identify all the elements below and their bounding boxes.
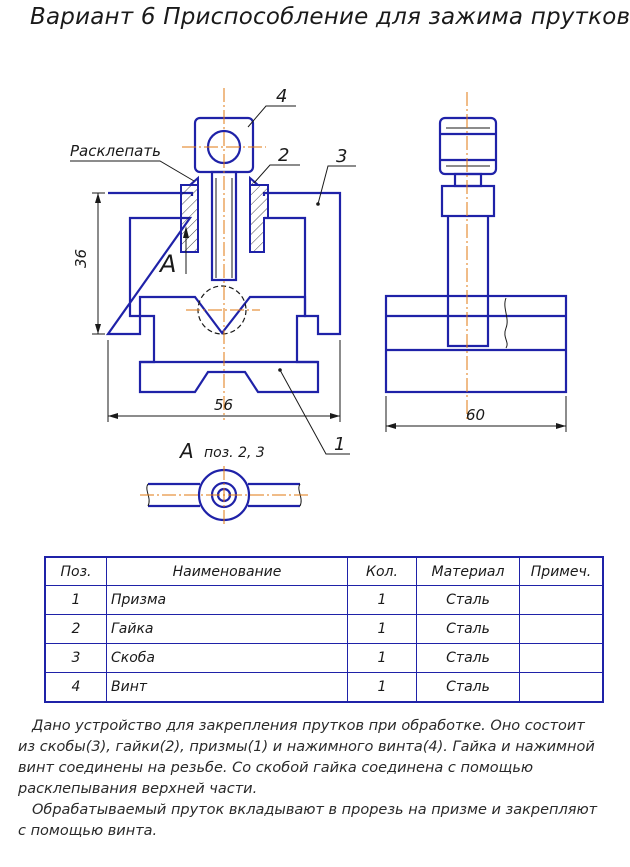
spec-cell-qty: 1: [347, 585, 417, 615]
spec-header-row: Поз. Наименование Кол. Материал Примеч.: [44, 556, 604, 586]
spec-cell-material: Сталь: [416, 672, 520, 703]
spec-header-pos: Поз.: [44, 556, 107, 586]
spec-cell-note: [519, 585, 604, 615]
view-a: А поз. 2, 3: [140, 439, 310, 524]
spec-cell-name: Винт: [106, 672, 348, 703]
spec-cell-qty: 1: [347, 643, 417, 673]
side-view: 60: [384, 92, 568, 432]
spec-cell-material: Сталь: [416, 614, 520, 644]
front-view: 36 56 А Расклепать 4 2 3 1: [70, 86, 356, 455]
spec-cell-pos: 3: [44, 643, 107, 673]
balloon-2: 2: [278, 145, 289, 166]
spec-cell-qty: 1: [347, 614, 417, 644]
side-break-line: [504, 297, 508, 349]
table-row: 4 Винт 1 Сталь: [44, 672, 604, 703]
table-row: 2 Гайка 1 Сталь: [44, 614, 604, 644]
spec-header-qty: Кол.: [347, 556, 417, 586]
description-text: Дано устройство для закрепления прутков …: [18, 716, 604, 842]
spec-header-note: Примеч.: [519, 556, 604, 586]
spec-cell-name: Гайка: [106, 614, 348, 644]
rivet-left: [187, 175, 199, 186]
balloon-4-leader: [247, 105, 296, 128]
spec-cell-note: [519, 643, 604, 673]
table-row: 1 Призма 1 Сталь: [44, 585, 604, 615]
dim-width-side-label: 60: [466, 406, 485, 424]
table-row: 3 Скоба 1 Сталь: [44, 643, 604, 673]
spec-cell-pos: 4: [44, 672, 107, 703]
balloon-3-leader: [317, 165, 356, 205]
spec-cell-note: [519, 672, 604, 703]
balloon-1: 1: [334, 434, 345, 455]
side-bracket: [440, 184, 496, 218]
view-a-letter: А: [158, 250, 176, 278]
view-a-bracket: [148, 482, 300, 508]
side-prism: [384, 294, 568, 394]
spec-cell-name: Призма: [106, 585, 348, 615]
rasklepat-leader: [70, 160, 195, 182]
balloon-2-leader: [253, 164, 300, 184]
view-a-caption-positions: поз. 2, 3: [204, 445, 265, 461]
dim-height-label: 36: [72, 249, 90, 268]
view-a-caption-letter: А: [178, 439, 194, 463]
side-bracket-leg: [446, 216, 490, 348]
spec-header-name: Наименование: [106, 556, 348, 586]
spec-cell-qty: 1: [347, 672, 417, 703]
spec-cell-pos: 2: [44, 614, 107, 644]
side-screw-neck: [453, 172, 483, 188]
spec-cell-material: Сталь: [416, 643, 520, 673]
balloon-1-leader: [279, 369, 350, 455]
spec-table: Поз. Наименование Кол. Материал Примеч. …: [44, 556, 604, 703]
balloon-4: 4: [276, 86, 287, 107]
spec-cell-material: Сталь: [416, 585, 520, 615]
dim-width-front-label: 56: [214, 396, 233, 414]
description-paragraph-2: Обрабатываемый пруток вкладывают в проре…: [18, 802, 598, 839]
nut-section-right: [249, 184, 269, 253]
spec-cell-pos: 1: [44, 585, 107, 615]
rasklepat-label: Расклепать: [70, 142, 161, 160]
description-paragraph-1: Дано устройство для закрепления прутков …: [18, 718, 595, 797]
rivet-right: [249, 175, 261, 186]
assembly-drawing: 36 56 А Расклепать 4 2 3 1: [70, 86, 568, 524]
balloon-3: 3: [336, 146, 347, 167]
spec-cell-name: Скоба: [106, 643, 348, 673]
spec-cell-note: [519, 614, 604, 644]
prism-outline: [138, 295, 320, 394]
page-title: Вариант 6 Приспособление для зажима прут…: [30, 4, 630, 30]
nut-section: [180, 184, 199, 253]
spec-header-material: Материал: [416, 556, 520, 586]
